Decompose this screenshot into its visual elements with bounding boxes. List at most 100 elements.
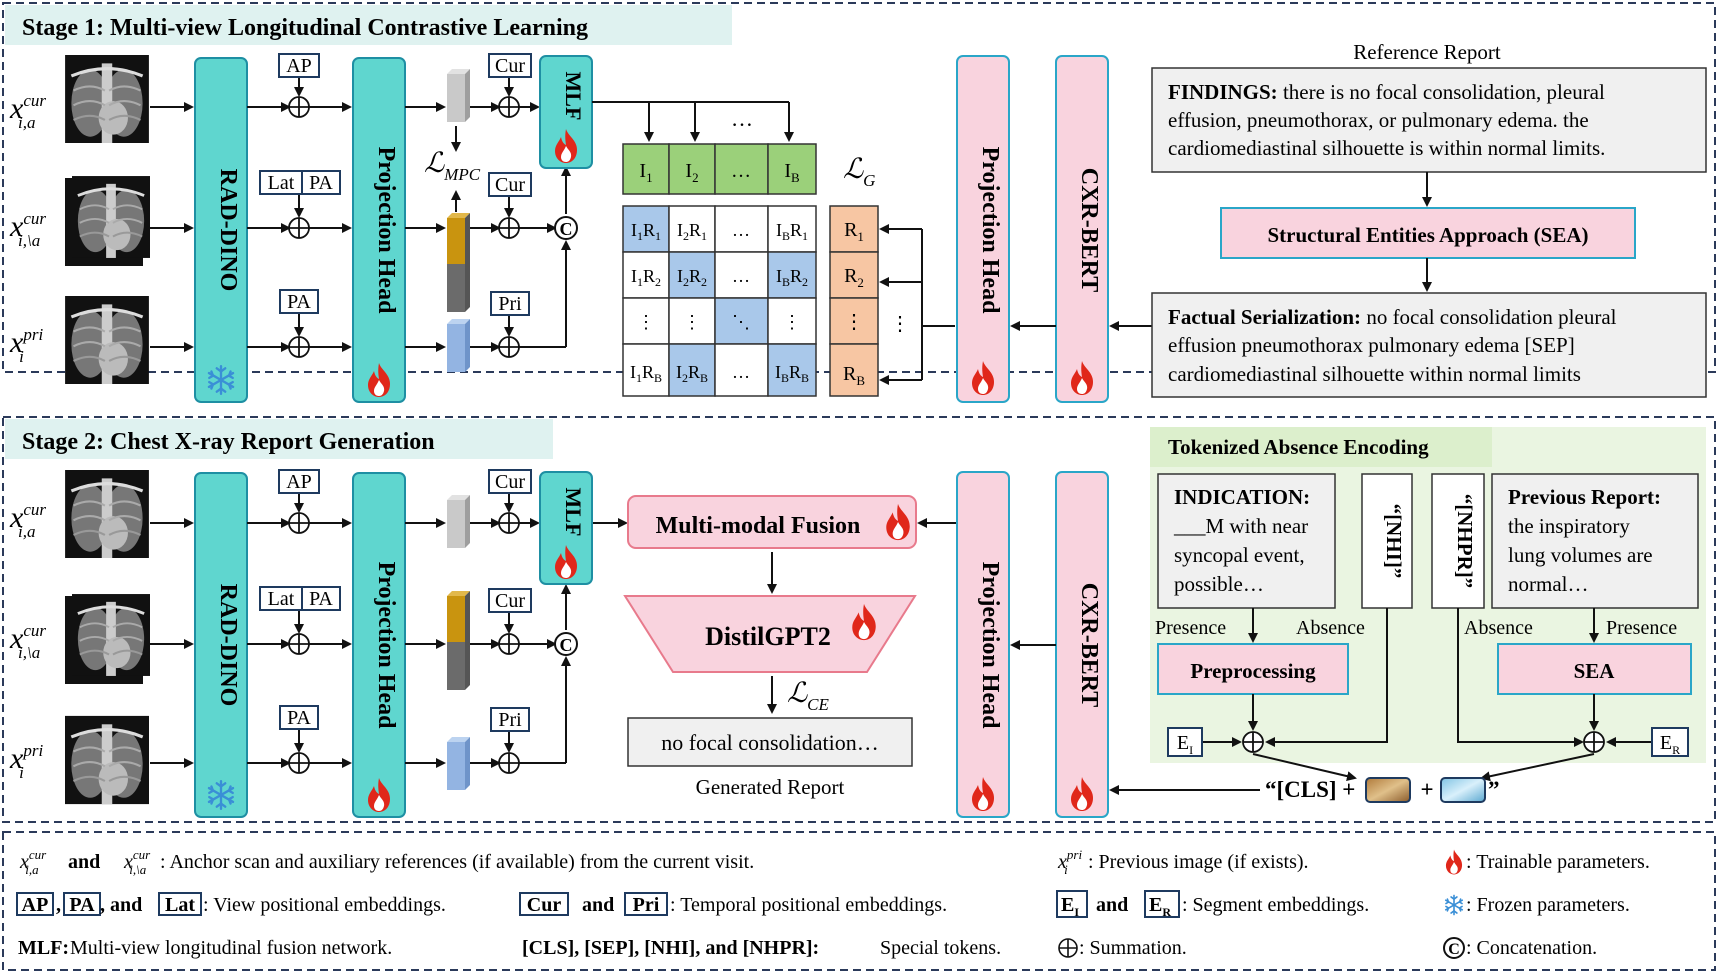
projection-head-block [352,57,406,403]
svg-text:⋮: ⋮ [683,312,701,332]
indication-line-3: possible… [1174,572,1264,596]
stage1-title: Stage 1: Multi-view Longitudinal Contras… [22,15,588,41]
sea-box-2 [1497,643,1692,695]
image-token-row: I1 I2 … IB [622,143,817,195]
view2-embed-lat: Lat [268,588,295,610]
report-token-ellipsis: ⋮ [844,311,864,333]
legend-mlf: MLF: [18,937,69,959]
legend-cur: Cur [527,894,562,916]
stage2-concat: C [554,632,578,656]
similarity-matrix: I1R1 I2R1 … IBR1 I1R2 I2R2 … IBR2 ⋮ ⋮ ⋱ … [622,205,817,397]
legend-ei: EI [1061,894,1079,919]
legend-ap: AP [22,894,49,916]
factual-serialization-box [1151,292,1707,398]
generated-report-text: no focal consolidation… [661,730,879,755]
legend-lat: Lat [165,894,195,916]
legend-and-2: , and [100,894,142,916]
nhi-token-box [1361,473,1413,609]
legend-mlf-text: Multi-view longitudinal fusion network. [70,937,392,959]
stage2-temporal-sums [498,512,520,774]
svg-text:⋮: ⋮ [783,312,801,332]
loss-ce: ℒCE [787,678,830,714]
nhpr-token-box [1431,473,1485,609]
legend-concat: : Concatenation. [1466,937,1597,959]
image-token-2: I2 [685,160,698,185]
legend-temporal-text: : Temporal positional embeddings. [670,894,947,916]
segment-embed-ei-label: EI [1177,732,1193,757]
svg-text:⋮: ⋮ [890,313,910,335]
xray-image-prior [65,296,149,384]
stage2-title-bg [5,419,553,459]
stage2-frame [2,416,1716,823]
cxr-bert-block [1055,55,1109,403]
stage2-title: Stage 2: Chest X-ray Report Generation [22,429,435,455]
legend-frame [2,831,1716,971]
image-token-b: IB [784,160,800,185]
legend-pri: Pri [633,894,660,916]
preprocessing-label: Preprocessing [1190,659,1316,683]
stage1-input-arrows [150,77,352,352]
rad-dino-label-2: RAD-DINO [215,584,241,707]
legend-view-text: : View positional embeddings. [203,894,446,916]
svg-text:C: C [560,635,573,655]
temporal2-embed-cur-2: Cur [495,590,525,612]
mlf-to-tokens-arrows [592,101,794,142]
view-embed-pa-prior: PA [287,291,311,313]
legend-comma: , [56,894,61,916]
cls-sequence-suffix: ” [1488,777,1500,802]
loss-mpc: ℒMPC [424,148,481,184]
xray-image-aux [72,174,150,260]
tae-arrows [1202,608,1652,782]
mlf-label: MLF [561,72,586,121]
legend-and-3: and [582,894,614,916]
previous-report-label: Previous Report: [1508,485,1661,509]
indication-line-2: syncopal event, [1174,543,1305,567]
stage2-input-arrows [150,493,352,768]
image-token-1: I1 [639,160,652,185]
stage2-feature-arrows [405,493,628,768]
factual-line-2: effusion pneumothorax pulmonary edema [S… [1168,333,1575,357]
legend-er: ER [1149,894,1171,919]
nhi-token: “[NHI]” [1382,504,1406,579]
legend-trainable: : Trainable parameters. [1466,851,1650,873]
absence-right: Absence [1464,617,1533,639]
presence-right: Presence [1606,617,1677,639]
temporal-embed-pri: Pri [498,293,522,315]
nhpr-token: “[NHPR]” [1453,494,1477,588]
svg-text:…: … [731,106,753,131]
image-token-ellipsis: … [731,160,751,182]
cxr-bert-label-2: CXR-BERT [1076,583,1102,708]
factual-line-1: Factual Serialization: no focal consolid… [1168,305,1617,329]
temporal2-embed-cur-1: Cur [495,471,525,493]
stage2-view-embeddings: AP Lat PA PA [259,469,341,730]
multimodal-fusion-box [627,495,917,549]
stage1-feature-tokens [447,69,470,372]
stage1-temporal-sums [498,96,520,358]
tae-title-bg [1150,427,1492,467]
xray2-image-prior [65,714,149,806]
indication-label: INDICATION: [1174,485,1310,509]
absence-left: Absence [1296,617,1365,639]
rad-dino-label: RAD-DINO [215,169,241,292]
previous-line-1: the inspiratory [1508,514,1630,538]
view-embed-ap: AP [286,55,312,77]
generated-report-label: Generated Report [696,775,845,799]
legend-flame-icon [1445,849,1463,875]
cxr-bert-label: CXR-BERT [1076,168,1102,293]
xray2-image-aux [72,592,150,678]
svg-text:…: … [732,362,750,382]
stage2-temporal-embeddings: Cur Cur Pri [488,469,532,732]
findings-line-1: FINDINGS: there is no focal consolidatio… [1168,80,1605,104]
previous-line-2: lung volumes are [1508,543,1653,567]
text-projection-head-block-2 [956,471,1010,818]
report-token-2: R2 [844,265,864,290]
text-projection-head-label-2: Projection Head [977,562,1003,730]
